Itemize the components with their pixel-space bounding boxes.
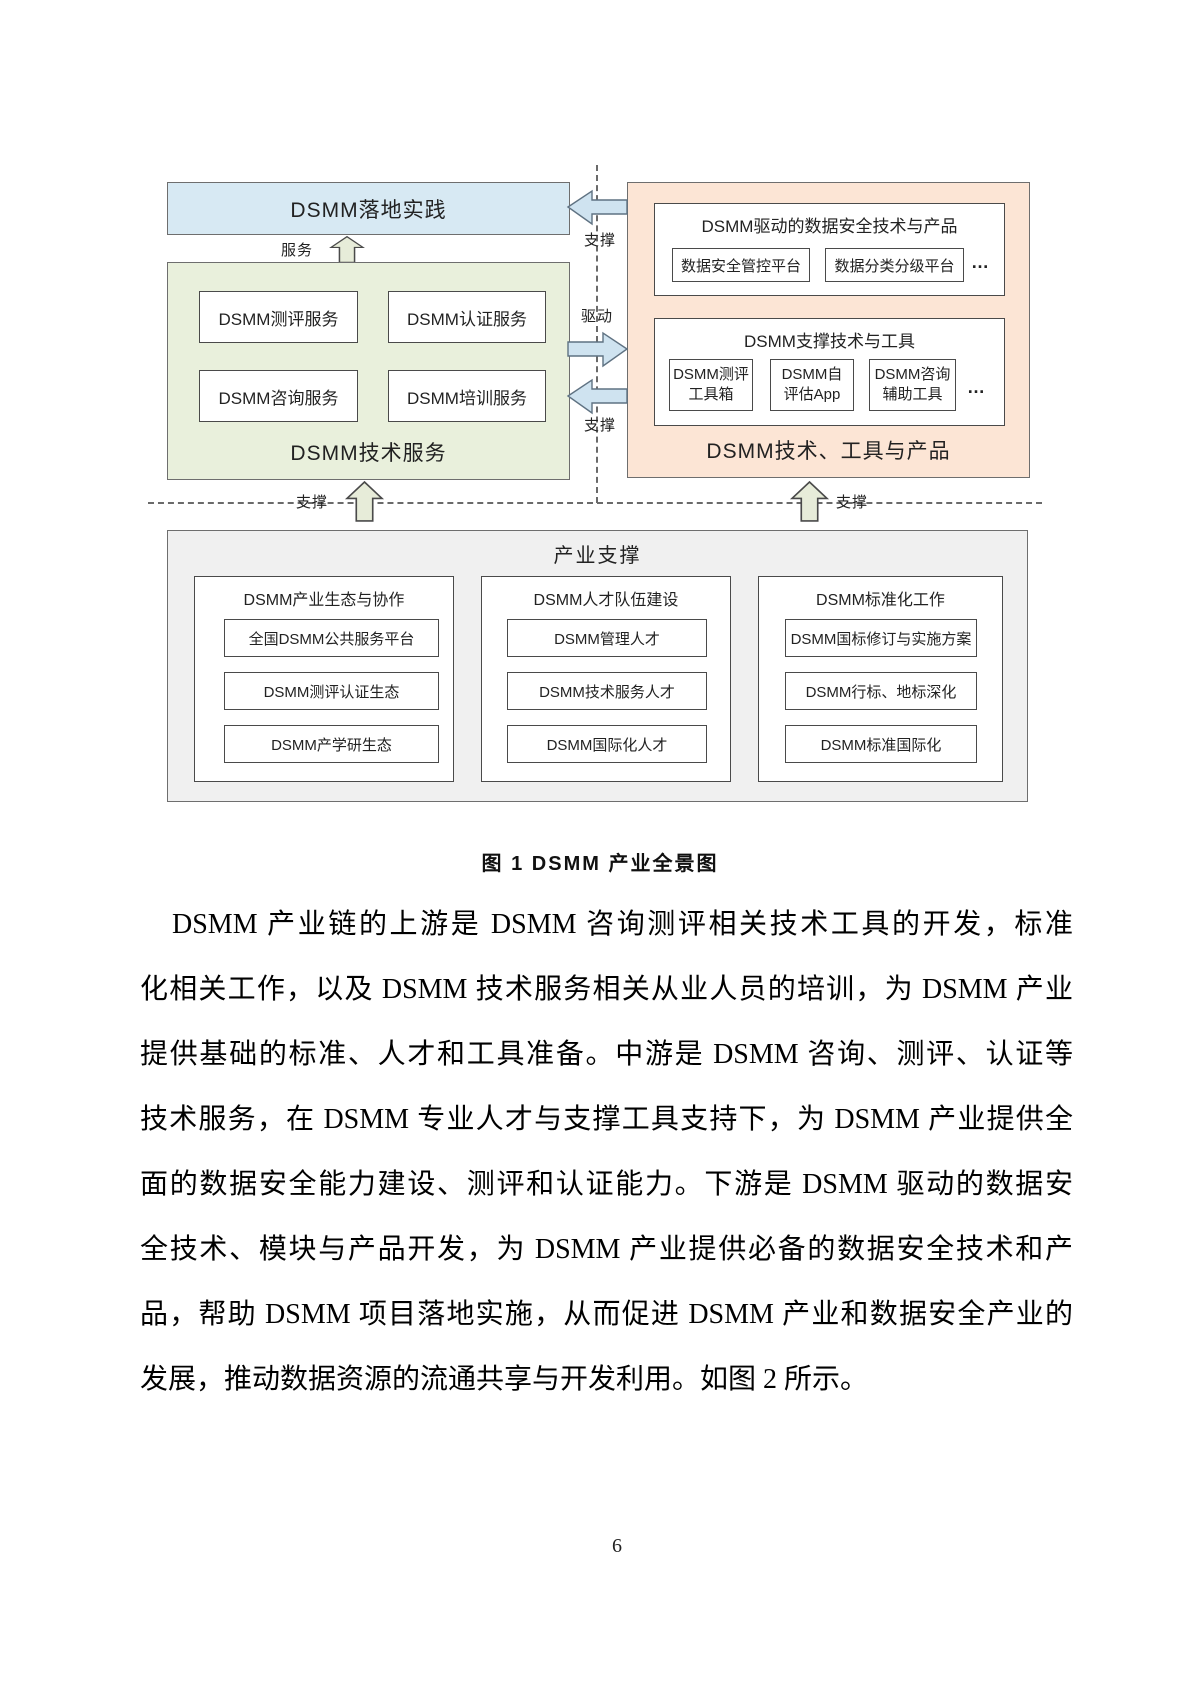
tech-service-item-label: DSMM测评服务: [218, 309, 339, 329]
support-bottom-label: 支撑: [584, 417, 617, 434]
industry-support-title: 产业支撑: [553, 545, 642, 567]
support-group-item: DSMM咨询 辅助工具: [869, 359, 956, 411]
tech-service-item: DSMM培训服务: [388, 370, 546, 422]
vertical-dashed-line: [596, 165, 598, 503]
industry-item-label: DSMM产学研生态: [271, 736, 392, 754]
support-left-up-arrow-icon: [344, 480, 385, 522]
industry-item-label: DSMM国际化人才: [546, 736, 668, 754]
support-group-item: DSMM测评 工具箱: [669, 359, 753, 411]
industry-item: DSMM管理人才: [507, 619, 707, 657]
paragraph-line: 全技术、模块与产品开发，为 DSMM 产业提供必备的数据安全技术和产: [140, 1234, 1073, 1265]
paragraph-line: DSMM 产业链的上游是 DSMM 咨询测评相关技术工具的开发，标准: [172, 909, 1073, 940]
industry-item: 全国DSMM公共服务平台: [224, 619, 439, 657]
support-group-title: DSMM支撑技术与工具: [744, 332, 915, 351]
paragraph-line: 提供基础的标准、人才和工具准备。中游是 DSMM 咨询、测评、认证等: [140, 1039, 1073, 1070]
driven-item-label: 数据分类分级平台: [834, 257, 955, 275]
drive-arrow-icon: [567, 331, 629, 368]
industry-column-ecosystem: DSMM产业生态与协作 全国DSMM公共服务平台 DSMM测评认证生态 DSMM…: [194, 576, 454, 782]
support-top-arrow-icon: [566, 189, 628, 226]
industry-item-label: DSMM行标、地标深化: [805, 683, 957, 701]
industry-column-talent: DSMM人才队伍建设 DSMM管理人才 DSMM技术服务人才 DSMM国际化人才: [481, 576, 731, 782]
driven-item-label: 数据安全管控平台: [680, 257, 801, 275]
driven-group-title: DSMM驱动的数据安全技术与产品: [701, 217, 958, 236]
figure-caption: 图 1 DSMM 产业全景图: [481, 853, 719, 875]
paragraph-line: 面的数据安全能力建设、测评和认证能力。下游是 DSMM 驱动的数据安: [140, 1169, 1073, 1200]
paragraph-line: 品，帮助 DSMM 项目落地实施，从而促进 DSMM 产业和数据安全产业的: [140, 1299, 1073, 1330]
support-bottom-arrow-icon: [566, 378, 628, 415]
support-item-line: 评估App: [783, 386, 841, 403]
tech-service-title: DSMM技术服务: [290, 442, 447, 465]
horizontal-dashed-line: [148, 502, 1042, 504]
support-item-line: 工具箱: [688, 386, 734, 403]
page-number: 6: [612, 1535, 622, 1557]
support-top-label: 支撑: [584, 232, 617, 249]
industry-item: DSMM测评认证生态: [224, 672, 439, 710]
tools-products-box: DSMM驱动的数据安全技术与产品 数据安全管控平台 数据分类分级平台 … DSM…: [627, 182, 1030, 478]
industry-item: DSMM技术服务人才: [507, 672, 707, 710]
drive-label: 驱动: [581, 308, 614, 325]
industry-column-title: DSMM产业生态与协作: [243, 592, 405, 609]
support-group-box: DSMM支撑技术与工具 DSMM测评 工具箱 DSMM自 评估App DSMM咨…: [654, 318, 1005, 426]
driven-group-item: 数据安全管控平台: [672, 248, 810, 282]
industry-item: DSMM国标修订与实施方案: [785, 619, 977, 657]
tech-service-item: DSMM测评服务: [199, 291, 358, 343]
industry-column-title: DSMM标准化工作: [816, 592, 945, 609]
industry-item-label: DSMM标准国际化: [820, 736, 942, 754]
tools-products-title: DSMM技术、工具与产品: [706, 440, 951, 463]
paragraph-line: 发展，推动数据资源的流通共享与开发利用。如图 2 所示。: [140, 1364, 869, 1395]
support-group-item: DSMM自 评估App: [770, 359, 854, 411]
industry-item-label: DSMM技术服务人才: [539, 683, 675, 701]
serve-arrow-label: 服务: [281, 242, 314, 259]
tech-service-item: DSMM认证服务: [388, 291, 546, 343]
support-left-label: 支撑: [296, 494, 329, 511]
industry-support-box: 产业支撑 DSMM产业生态与协作 全国DSMM公共服务平台 DSMM测评认证生态…: [167, 530, 1028, 802]
industry-column-standards: DSMM标准化工作 DSMM国标修订与实施方案 DSMM行标、地标深化 DSMM…: [758, 576, 1003, 782]
practice-box-label: DSMM落地实践: [290, 198, 447, 222]
industry-item: DSMM标准国际化: [785, 725, 977, 763]
support-right-up-arrow-icon: [789, 480, 830, 522]
paragraph-line: 化相关工作，以及 DSMM 技术服务相关从业人员的培训，为 DSMM 产业: [140, 974, 1073, 1005]
industry-item: DSMM行标、地标深化: [785, 672, 977, 710]
industry-item-label: DSMM测评认证生态: [263, 683, 400, 701]
support-right-label: 支撑: [836, 494, 869, 511]
industry-item-label: DSMM国标修订与实施方案: [790, 630, 972, 648]
driven-group-ellipsis: …: [971, 252, 990, 272]
support-group-ellipsis: …: [967, 377, 986, 397]
tech-service-item-label: DSMM认证服务: [407, 309, 527, 329]
support-item-line: 辅助工具: [882, 386, 943, 403]
paragraph-line: 技术服务，在 DSMM 专业人才与支撑工具支持下，为 DSMM 产业提供全: [140, 1104, 1073, 1135]
industry-item: DSMM国际化人才: [507, 725, 707, 763]
driven-group-item: 数据分类分级平台: [825, 248, 964, 282]
support-item-line: DSMM咨询: [874, 366, 951, 383]
support-item-line: DSMM测评: [673, 366, 749, 383]
industry-item-label: DSMM管理人才: [554, 630, 660, 648]
serve-up-arrow-icon: [329, 235, 365, 263]
tech-service-item-label: DSMM咨询服务: [218, 388, 339, 408]
tech-service-item-label: DSMM培训服务: [407, 388, 527, 408]
tech-service-box: DSMM测评服务 DSMM认证服务 DSMM咨询服务 DSMM培训服务 DSMM…: [167, 262, 570, 480]
industry-column-title: DSMM人才队伍建设: [533, 592, 679, 609]
tech-service-item: DSMM咨询服务: [199, 370, 358, 422]
industry-item-label: 全国DSMM公共服务平台: [248, 630, 415, 648]
driven-group-box: DSMM驱动的数据安全技术与产品 数据安全管控平台 数据分类分级平台 …: [654, 203, 1005, 296]
support-item-line: DSMM自: [781, 366, 843, 383]
practice-box: DSMM落地实践: [167, 182, 570, 235]
industry-item: DSMM产学研生态: [224, 725, 439, 763]
